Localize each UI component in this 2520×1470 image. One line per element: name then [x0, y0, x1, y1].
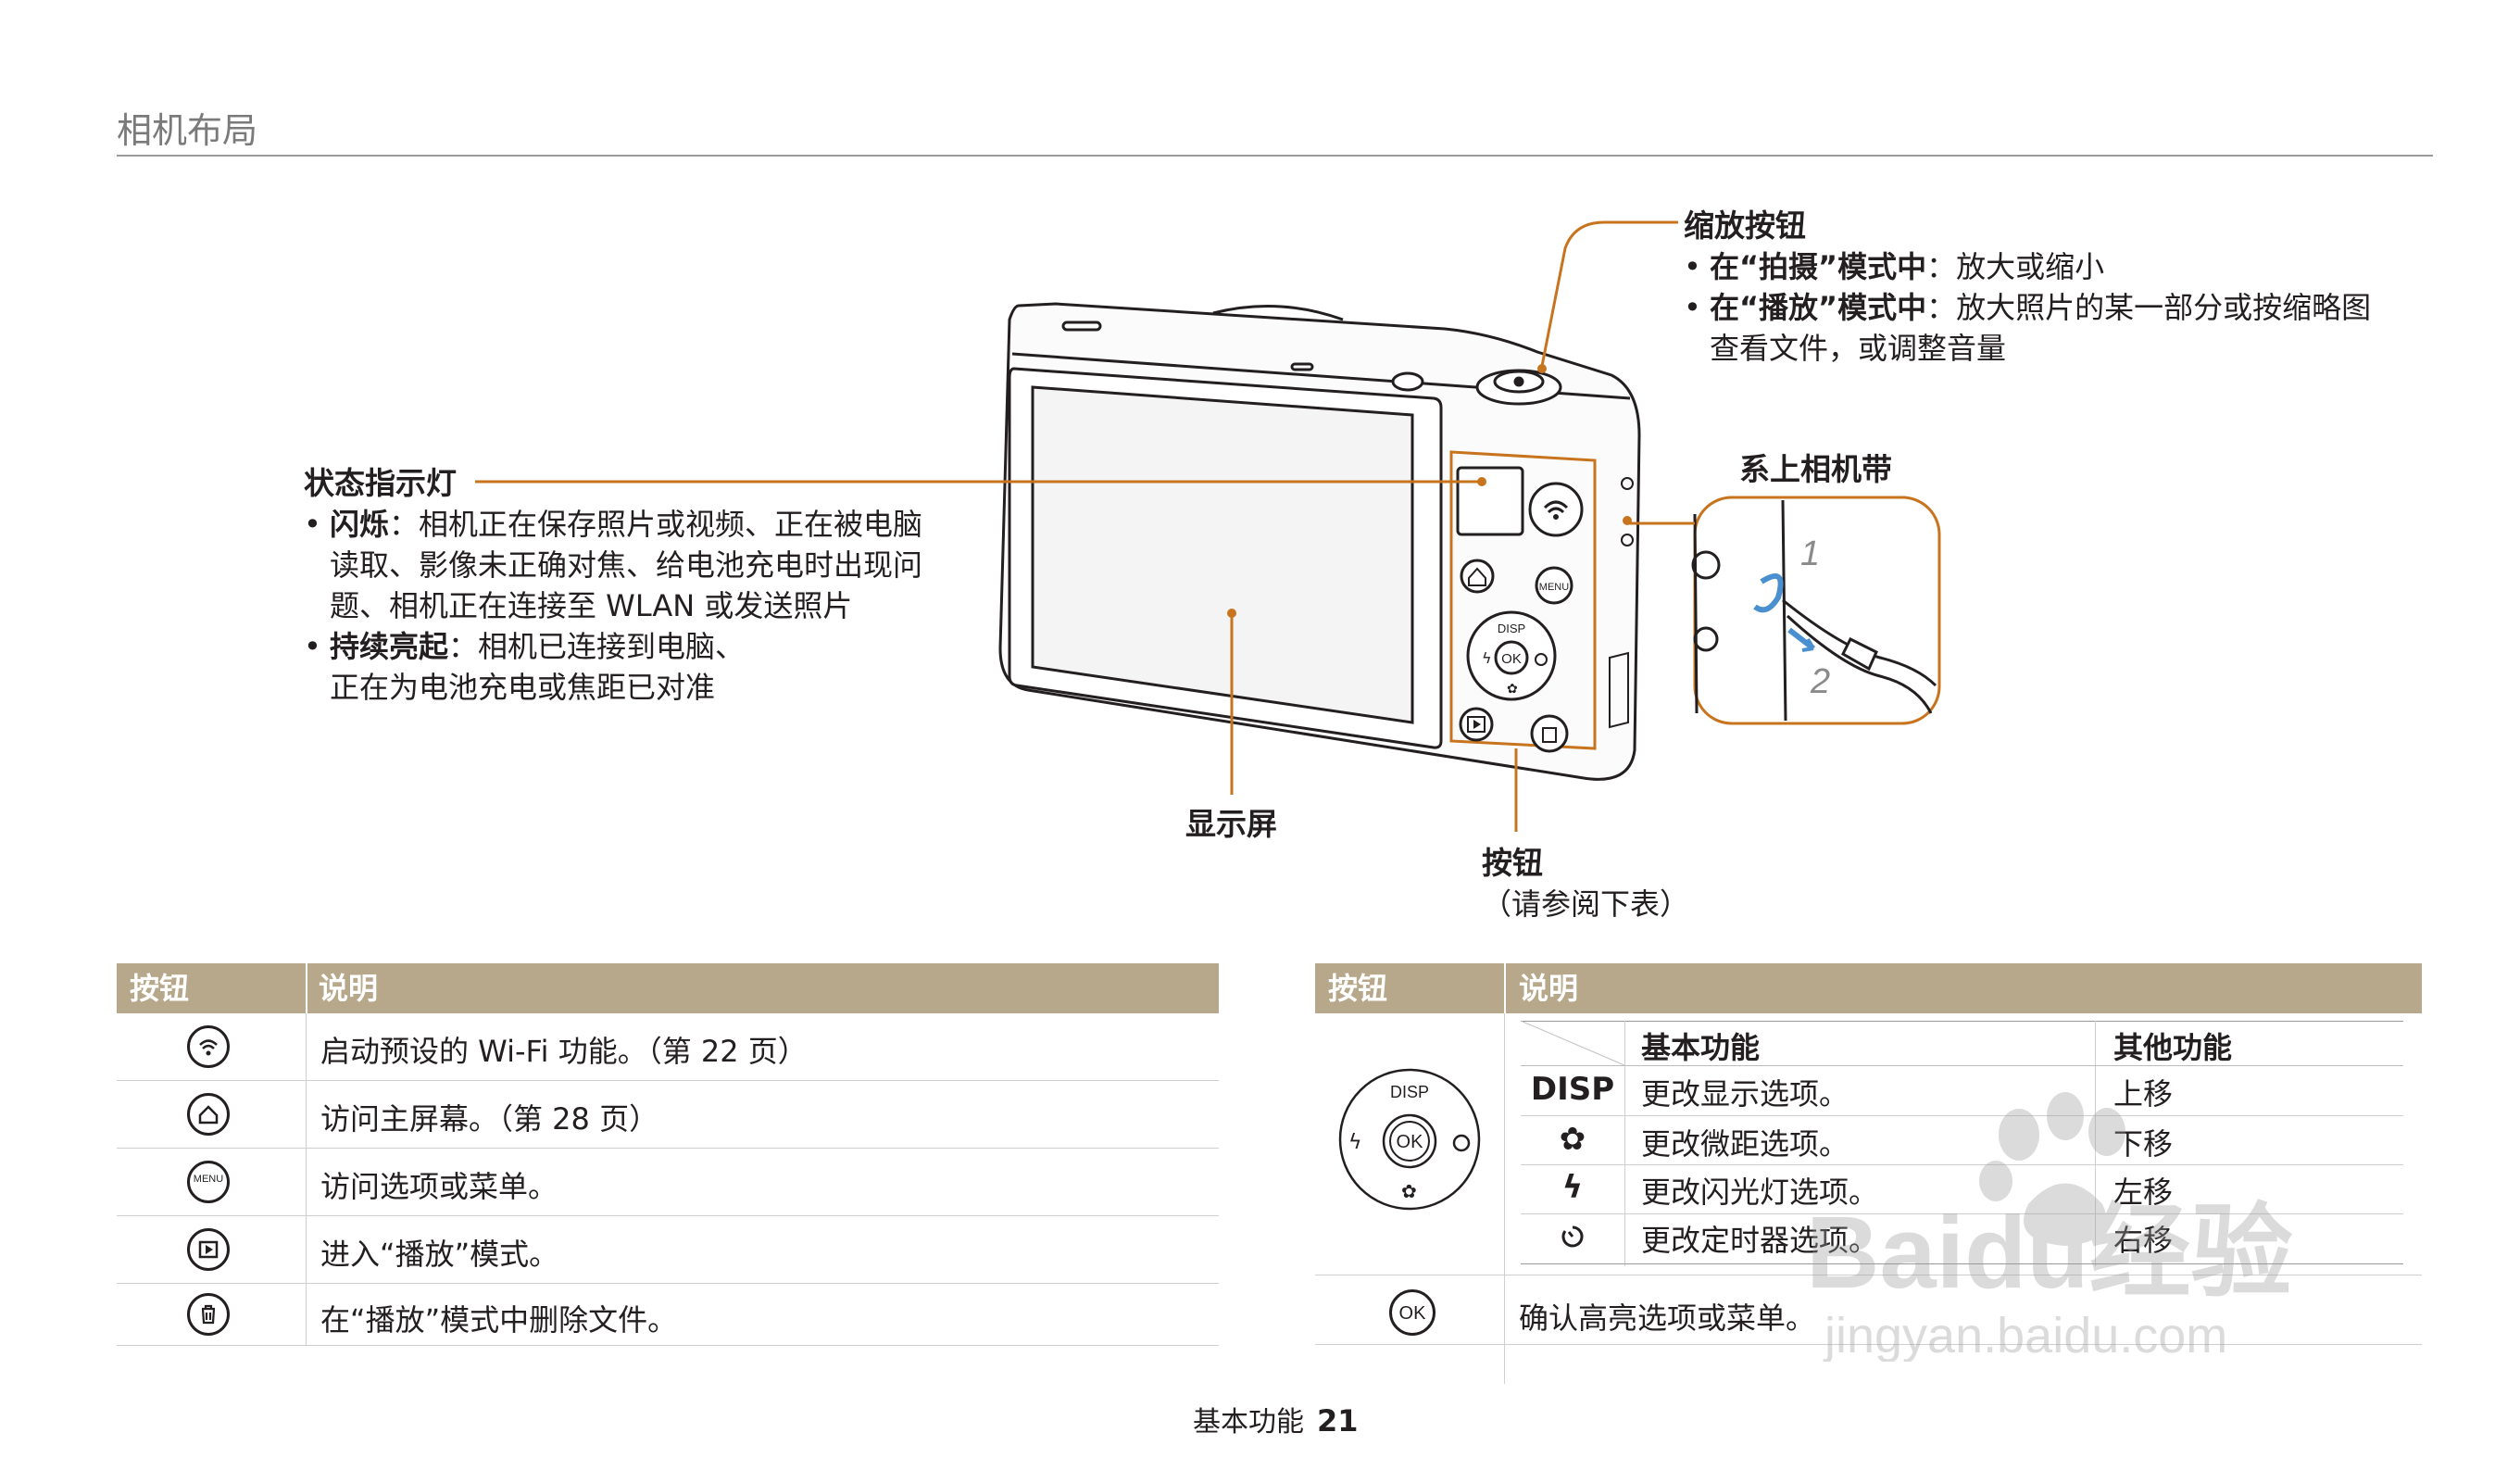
sub-row-basic: 更改闪光灯选项。 [1641, 1175, 1879, 1210]
lcd-screen-graphic [1008, 367, 1443, 749]
table-row-desc: 访问选项或菜单。 [320, 1169, 558, 1204]
nav-pad-ok-text: OK [1501, 651, 1522, 667]
table-left-header-desc: 说明 [319, 971, 379, 1006]
svg-text:ϟ: ϟ [1482, 649, 1492, 667]
table-row: MENU 访问选项或菜单。 [117, 1149, 1219, 1216]
zoom-bullet-1: 在“拍摄”模式中：放大或缩小 [1684, 246, 2371, 287]
flash-icon: ϟ [1561, 1169, 1584, 1206]
status-lamp-bullet-1: 闪烁：相机正在保存照片或视频、正在被电脑 [304, 504, 922, 545]
table-right-header: 按钮 说明 [1315, 963, 2422, 1013]
status-lamp-callout: 状态指示灯 闪烁：相机正在保存照片或视频、正在被电脑 读取、影像未正确对焦、给电… [304, 463, 922, 708]
ok-row-desc: 确认高亮选项或菜单。 [1519, 1300, 1816, 1336]
table-row: 访问主屏幕。（第 28 页） [117, 1081, 1219, 1149]
table-right-header-desc: 说明 [1519, 971, 1579, 1006]
zoom-callout-title: 缩放按钮 [1684, 207, 1806, 244]
macro-icon: ✿ [1559, 1121, 1586, 1158]
table-row: 进入“播放”模式。 [117, 1216, 1219, 1284]
zoom-point [1537, 364, 1547, 373]
strap-step-1: 1 [1800, 534, 1820, 573]
table-row-desc: 访问主屏幕。（第 28 页） [320, 1101, 659, 1137]
zoom-bullet-2: 在“播放”模式中：放大照片的某一部分或按缩略图 [1684, 287, 2371, 328]
zoom-button-graphic [1391, 369, 1562, 406]
zoom-callout: 缩放按钮 在“拍摄”模式中：放大或缩小 在“播放”模式中：放大照片的某一部分或按… [1684, 206, 2371, 369]
button-table-left: 按钮 说明 启动预设的 Wi-Fi 功能。（第 22 页） 访问主屏幕。（第 2… [117, 963, 1219, 1346]
delete-button-graphic [1530, 714, 1569, 753]
table-row-desc: 在“播放”模式中删除文件。 [320, 1302, 678, 1338]
menu-icon: MENU [187, 1161, 230, 1203]
sub-row-other: 上移 [2113, 1076, 2174, 1112]
sub-header-basic: 基本功能 [1641, 1030, 1761, 1065]
leader-lines [475, 220, 1695, 832]
display-callout-title: 显示屏 [1185, 806, 1277, 842]
status-lamp-title: 状态指示灯 [304, 465, 457, 501]
button-table-right: 按钮 说明 OK DISP ϟ ✿ 基本功能 其他功能 DISP 更改显示选项。… [1315, 963, 2422, 1384]
home-button-graphic [1460, 559, 1495, 594]
delete-icon [187, 1293, 230, 1336]
status-lamp-bullet-2: 持续亮起：相机已连接到电脑、 [304, 626, 922, 667]
disp-symbol: DISP [1530, 1071, 1615, 1108]
nav-pad-disp-text: DISP [1498, 622, 1525, 635]
svg-text:OK: OK [1397, 1132, 1424, 1152]
strap-step-2: 2 [1810, 662, 1830, 701]
timer-icon [1561, 1225, 1585, 1249]
svg-text:DISP: DISP [1390, 1083, 1429, 1101]
svg-text:✿: ✿ [1507, 682, 1518, 697]
header-rule [117, 155, 2433, 157]
table-row: 启动预设的 Wi-Fi 功能。（第 22 页） [117, 1013, 1219, 1081]
menu-button-text: MENU [1539, 582, 1569, 593]
strap-callout-title: 系上相机带 [1739, 451, 1892, 487]
section-title: 相机布局 [117, 110, 258, 151]
nav-sub-table: 基本功能 其他功能 DISP 更改显示选项。 上移 ✿ 更改微距选项。 下移 ϟ… [1521, 1021, 2403, 1295]
footer-section: 基本功能 [1193, 1406, 1304, 1439]
sub-row-other: 右移 [2113, 1223, 2174, 1258]
svg-text:✿: ✿ [1401, 1180, 1417, 1202]
buttons-callout-title: 按钮 [1482, 845, 1543, 881]
nav-pad-icon: OK DISP ϟ ✿ [1335, 1065, 1484, 1213]
home-icon [187, 1093, 230, 1136]
playback-icon [187, 1228, 230, 1271]
camera-diagram: MENU OK DISP ϟ ✿ 1 2 [475, 220, 1941, 832]
svg-text:ϟ: ϟ [1348, 1131, 1362, 1154]
buttons-panel-outline [1449, 450, 1597, 750]
strap-inset [1691, 496, 1941, 725]
wifi-icon [187, 1025, 230, 1068]
page-number: 21 [1317, 1403, 1359, 1439]
buttons-callout-subtitle: （请参阅下表） [1482, 886, 1690, 922]
sub-row-basic: 更改显示选项。 [1641, 1076, 1849, 1112]
zoom-bullet-2-cont: 查看文件，或调整音量 [1710, 331, 2007, 366]
ok-button-icon: OK [1389, 1289, 1436, 1336]
sub-row-other: 下移 [2113, 1126, 2174, 1162]
sub-row-other: 左移 [2113, 1175, 2174, 1210]
buttons-callout: 按钮 （请参阅下表） [1482, 843, 1689, 924]
sub-row-basic: 更改微距选项。 [1641, 1126, 1849, 1162]
sub-row-basic: 更改定时器选项。 [1641, 1223, 1879, 1258]
table-left-header: 按钮 说明 [117, 963, 1219, 1013]
table-left-header-button: 按钮 [130, 971, 190, 1006]
status-lamp-window [1456, 466, 1524, 536]
menu-button-graphic [1535, 566, 1573, 605]
table-row-desc: 进入“播放”模式。 [320, 1237, 559, 1272]
table-row: 在“播放”模式中删除文件。 [117, 1284, 1219, 1346]
table-right-header-button: 按钮 [1328, 971, 1388, 1006]
table-row-desc: 启动预设的 Wi-Fi 功能。（第 22 页） [320, 1034, 808, 1069]
sub-header-other: 其他功能 [2113, 1030, 2233, 1065]
page-footer: 基本功能 21 [1193, 1399, 1359, 1439]
display-point [1227, 609, 1236, 618]
